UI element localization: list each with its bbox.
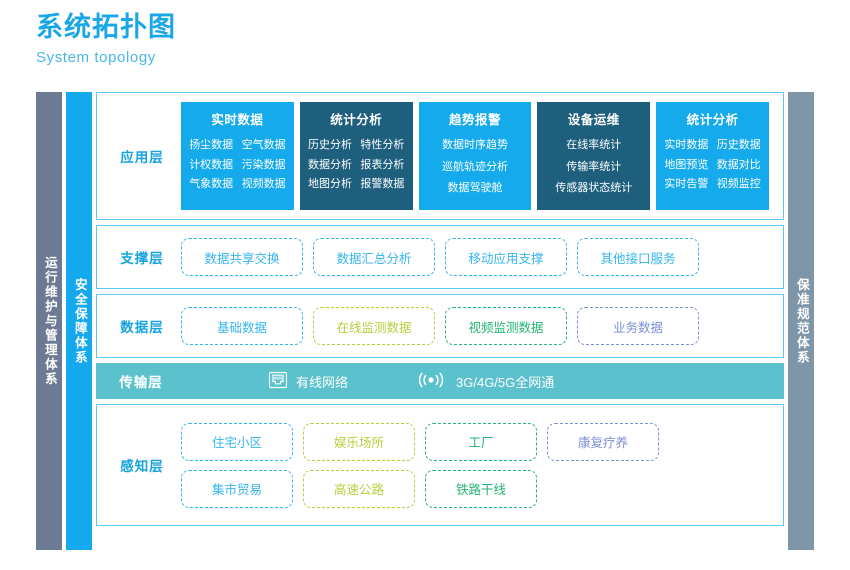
layer-application-label: 应用层: [120, 150, 164, 165]
app-card-title: 实时数据: [211, 113, 264, 127]
layer-data-label: 数据层: [120, 320, 164, 335]
app-card-item[interactable]: 视频数据: [241, 178, 286, 190]
transmission-wired-network-label: 有线网络: [296, 374, 349, 390]
layer-application: 应用层 实时数据 扬尘数据 空气数据 计权数据 污染数据 气象数据 视频数据: [96, 92, 784, 220]
app-card-item[interactable]: 报表分析: [360, 158, 405, 171]
layer-support-label: 支撑层: [120, 251, 164, 266]
topology-diagram: 运行维护与管理体系 安全保障体系 应用层 实时数据 扬尘数据 空气数据 计权数据…: [36, 92, 814, 550]
app-card-item[interactable]: 特性分析: [360, 139, 405, 151]
layer-support: 支撑层 数据共享交换 数据汇总分析 移动应用支撑 其他接口服务: [96, 225, 784, 289]
app-card-item[interactable]: 数据对比: [716, 158, 761, 171]
app-card-trend-alarm[interactable]: 趋势报警 数据时序趋势 巡航轨迹分析 数据驾驶舱: [418, 102, 532, 210]
app-card-item[interactable]: 空气数据: [241, 139, 286, 151]
support-pill-other-interface[interactable]: 其他接口服务: [577, 238, 699, 276]
perception-pill-row-1: 住宅小区 娱乐场所 工厂 康复疗养: [181, 422, 777, 461]
sidebar-operations-management-label: 运行维护与管理体系: [42, 255, 57, 387]
app-card-item[interactable]: 传感器状态统计: [555, 182, 633, 194]
app-card-device-operations[interactable]: 设备运维 在线率统计 传输率统计 传感器状态统计: [537, 102, 651, 210]
app-card-statistical-analysis-2[interactable]: 统计分析 实时数据 历史数据 地图预览 数据对比 实时告警 视频监控: [656, 102, 769, 210]
layer-data: 数据层 基础数据 在线监测数据 视频监测数据 业务数据: [96, 294, 784, 358]
support-pill-mobile-app[interactable]: 移动应用支撑: [445, 238, 567, 276]
layer-perception-label: 感知层: [120, 459, 164, 474]
transmission-mobile-network[interactable]: 3G/4G/5G全网通: [414, 370, 554, 393]
perception-pill-residential[interactable]: 住宅小区: [181, 422, 293, 461]
sidebar-security-assurance-label: 安全保障体系: [72, 277, 87, 365]
app-card-item[interactable]: 视频监控: [716, 178, 761, 190]
support-pill-row: 数据共享交换 数据汇总分析 移动应用支撑 其他接口服务: [181, 238, 777, 276]
page-subtitle: System topology: [36, 49, 156, 67]
data-pill-business-data[interactable]: 业务数据: [577, 307, 699, 345]
support-pill-data-aggregation[interactable]: 数据汇总分析: [313, 238, 435, 276]
perception-pill-highway[interactable]: 高速公路: [303, 469, 415, 508]
application-card-group: 实时数据 扬尘数据 空气数据 计权数据 污染数据 气象数据 视频数据 统计分析: [181, 102, 777, 210]
data-pill-online-monitoring[interactable]: 在线监测数据: [313, 307, 435, 345]
transmission-items: 有线网络 3G/4G/5G全网通: [180, 370, 778, 393]
app-card-item[interactable]: 数据分析: [307, 158, 352, 171]
app-card-title: 设备运维: [567, 113, 620, 127]
app-card-title: 统计分析: [686, 113, 739, 127]
app-card-item[interactable]: 巡航轨迹分析: [441, 160, 508, 173]
layer-perception: 感知层 住宅小区 娱乐场所 工厂 康复疗养 集市贸易 高速公路 铁路干线: [96, 404, 784, 526]
perception-pill-entertainment[interactable]: 娱乐场所: [303, 422, 415, 461]
app-card-item[interactable]: 地图分析: [307, 178, 352, 190]
perception-pill-rehabilitation[interactable]: 康复疗养: [547, 422, 659, 461]
app-card-item[interactable]: 在线率统计: [566, 139, 622, 151]
app-card-item[interactable]: 数据驾驶舱: [447, 182, 503, 194]
app-card-item[interactable]: 实时数据: [664, 139, 709, 151]
app-card-item[interactable]: 历史数据: [716, 139, 761, 151]
app-card-item[interactable]: 地图预览: [664, 158, 709, 171]
app-card-item[interactable]: 实时告警: [664, 178, 709, 190]
app-card-item[interactable]: 数据时序趋势: [441, 139, 508, 151]
app-card-item[interactable]: 扬尘数据: [189, 139, 234, 151]
perception-pill-factory[interactable]: 工厂: [425, 422, 537, 461]
ethernet-port-icon: [268, 370, 288, 393]
sidebar-standards-specification-label: 保准规范体系: [794, 277, 809, 365]
transmission-wired-network[interactable]: 有线网络: [268, 370, 348, 393]
sidebar-standards-specification: 保准规范体系: [788, 92, 814, 550]
wireless-signal-icon: [414, 370, 448, 393]
app-card-realtime-data[interactable]: 实时数据 扬尘数据 空气数据 计权数据 污染数据 气象数据 视频数据: [181, 102, 294, 210]
app-card-item[interactable]: 传输率统计: [566, 160, 622, 173]
app-card-title: 统计分析: [330, 113, 383, 127]
layer-transmission: 传输层: [96, 363, 784, 399]
data-pill-basic-data[interactable]: 基础数据: [181, 307, 303, 345]
perception-pill-market-trade[interactable]: 集市贸易: [181, 469, 293, 508]
app-card-title: 趋势报警: [448, 113, 501, 127]
app-card-item[interactable]: 报警数据: [360, 178, 405, 190]
sidebar-operations-management: 运行维护与管理体系: [36, 92, 62, 550]
data-pill-row: 基础数据 在线监测数据 视频监测数据 业务数据: [181, 307, 777, 345]
layer-transmission-label: 传输层: [119, 375, 163, 390]
page-header: 系统拓扑图 System topology: [36, 12, 176, 66]
app-card-item[interactable]: 气象数据: [189, 178, 234, 190]
transmission-mobile-network-label: 3G/4G/5G全网通: [456, 374, 555, 390]
sidebar-security-assurance: 安全保障体系: [66, 92, 92, 550]
layer-stack: 应用层 实时数据 扬尘数据 空气数据 计权数据 污染数据 气象数据 视频数据: [96, 92, 784, 550]
page-title: 系统拓扑图: [36, 12, 176, 42]
app-card-statistical-analysis-1[interactable]: 统计分析 历史分析 特性分析 数据分析 报表分析 地图分析 报警数据: [299, 102, 413, 210]
support-pill-data-sharing[interactable]: 数据共享交换: [181, 238, 303, 276]
app-card-item[interactable]: 计权数据: [189, 158, 234, 171]
app-card-item[interactable]: 污染数据: [241, 158, 286, 171]
perception-pill-row-2: 集市贸易 高速公路 铁路干线: [181, 469, 777, 508]
perception-pill-railway[interactable]: 铁路干线: [425, 469, 537, 508]
app-card-item[interactable]: 历史分析: [307, 139, 352, 151]
data-pill-video-monitoring[interactable]: 视频监测数据: [445, 307, 567, 345]
